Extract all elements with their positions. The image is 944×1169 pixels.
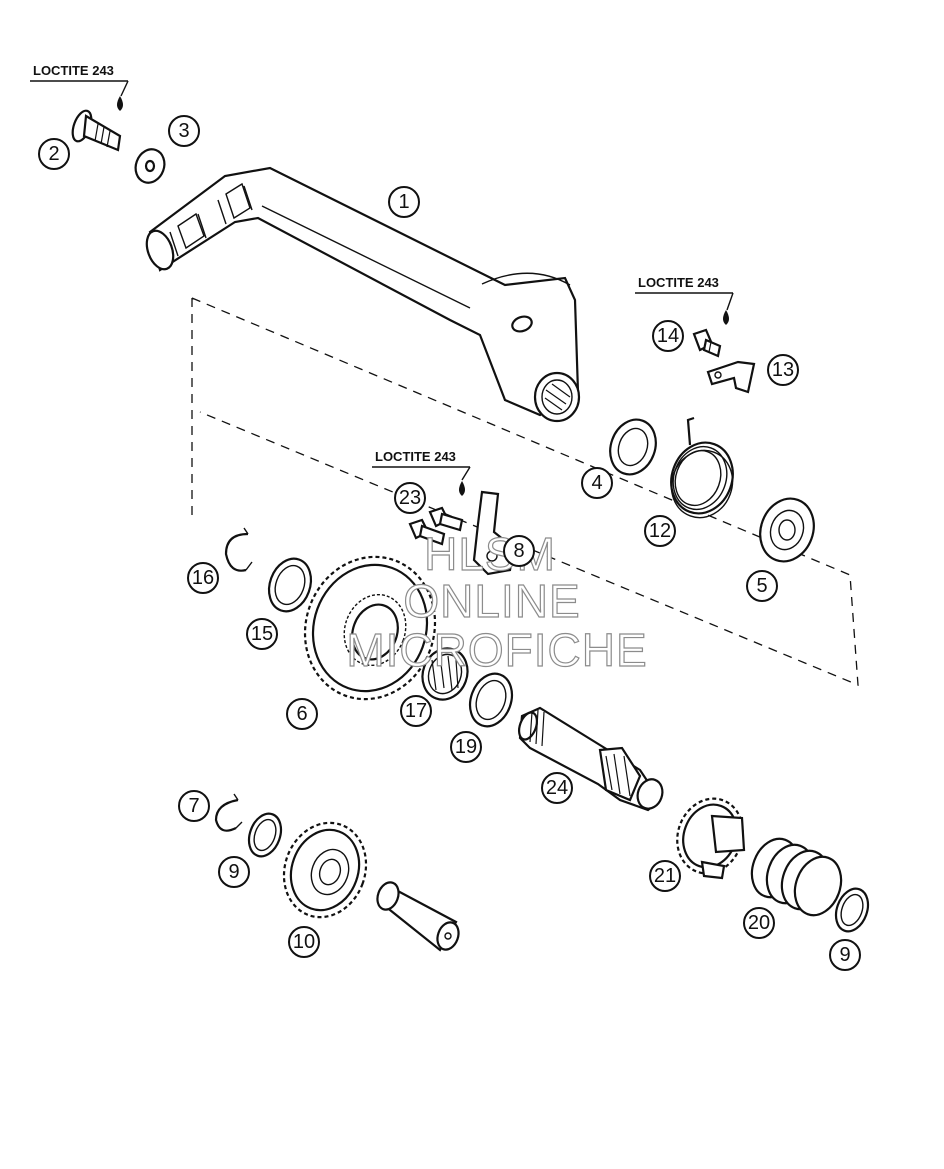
svg-text:20: 20 (748, 912, 770, 934)
kickstarter-lever-part-1 (145, 166, 581, 423)
callout-16: 16 (187, 562, 219, 594)
callout-23: 23 (394, 482, 426, 514)
callout-4: 4 (581, 467, 613, 499)
svg-text:14: 14 (657, 325, 679, 347)
svg-text:21: 21 (654, 865, 676, 887)
callout-17: 17 (400, 695, 432, 727)
callout-19: 19 (450, 731, 482, 763)
washer-part-9-left (247, 812, 283, 858)
loctite-note-top-left: LOCTITE 243 (30, 63, 129, 111)
svg-text:6: 6 (296, 703, 307, 725)
svg-text:4: 4 (591, 472, 602, 494)
countersunk-bolt-part-2 (71, 109, 122, 152)
svg-text:1: 1 (398, 191, 409, 213)
callout-14: 14 (652, 320, 684, 352)
kick-spring-part-12 (670, 416, 734, 519)
callout-6: 6 (286, 698, 318, 730)
svg-text:12: 12 (649, 520, 671, 542)
loctite-note-center: LOCTITE 243 (372, 449, 471, 496)
callout-15: 15 (246, 618, 278, 650)
callout-13: 13 (767, 354, 799, 386)
svg-text:15: 15 (251, 623, 273, 645)
droplet-icon (117, 96, 123, 111)
callout-9-left: 9 (218, 856, 250, 888)
loctite-note-right: LOCTITE 243 (635, 275, 734, 325)
watermark: HLSM ONLINE MICROFICHE (346, 527, 648, 676)
bolts-part-23 (408, 506, 464, 546)
callout-9-right: 9 (829, 939, 861, 971)
needle-bearing-part-17 (421, 647, 469, 701)
kickstarter-shaft-part-24 (517, 706, 664, 812)
svg-text:8: 8 (513, 540, 524, 562)
callout-7: 7 (178, 790, 210, 822)
callout-21: 21 (649, 860, 681, 892)
svg-text:9: 9 (839, 944, 850, 966)
washer-part-4 (609, 418, 657, 476)
circlip-part-16 (224, 527, 253, 572)
callout-12: 12 (644, 515, 676, 547)
callout-2: 2 (38, 138, 70, 170)
callout-8: 8 (503, 535, 535, 567)
callout-1: 1 (388, 186, 420, 218)
svg-text:MICROFICHE: MICROFICHE (346, 624, 647, 676)
ratchet-gear-part-21 (676, 797, 746, 880)
ratchet-spring-part-20 (750, 837, 843, 917)
washer-part-19 (468, 672, 514, 728)
callout-10: 10 (288, 926, 320, 958)
droplet-icon (723, 310, 729, 325)
callout-20: 20 (743, 907, 775, 939)
svg-text:16: 16 (192, 567, 214, 589)
bolt-part-14 (692, 328, 722, 358)
circlip-part-7 (214, 793, 243, 832)
washer-part-15 (267, 557, 313, 613)
assembly-guide-dashed (191, 297, 859, 687)
callout-5: 5 (746, 570, 778, 602)
svg-text:9: 9 (228, 861, 239, 883)
svg-text:10: 10 (293, 931, 315, 953)
washer-part-5 (759, 497, 815, 563)
svg-text:LOCTITE 243: LOCTITE 243 (638, 275, 719, 290)
washer-part-9-right (834, 887, 870, 933)
bracket-part-13 (706, 360, 756, 394)
kick-gear-part-6 (303, 555, 437, 701)
svg-text:7: 7 (188, 795, 199, 817)
svg-text:LOCTITE 243: LOCTITE 243 (375, 449, 456, 464)
droplet-icon (459, 481, 465, 496)
callout-3: 3 (168, 115, 200, 147)
svg-text:3: 3 (178, 120, 189, 142)
svg-text:13: 13 (772, 359, 794, 381)
sleeve-bushing (376, 881, 460, 952)
svg-text:2: 2 (48, 143, 59, 165)
callout-24: 24 (541, 772, 573, 804)
svg-text:ONLINE: ONLINE (403, 575, 580, 627)
washer-part-3 (134, 148, 166, 184)
svg-text:24: 24 (546, 777, 568, 799)
svg-text:HLSM: HLSM (424, 528, 556, 580)
svg-text:5: 5 (756, 575, 767, 597)
svg-text:23: 23 (399, 487, 421, 509)
svg-text:LOCTITE 243: LOCTITE 243 (33, 63, 114, 78)
intermediate-gear-part-10 (282, 821, 368, 919)
svg-text:17: 17 (405, 700, 427, 722)
svg-text:19: 19 (455, 736, 477, 758)
